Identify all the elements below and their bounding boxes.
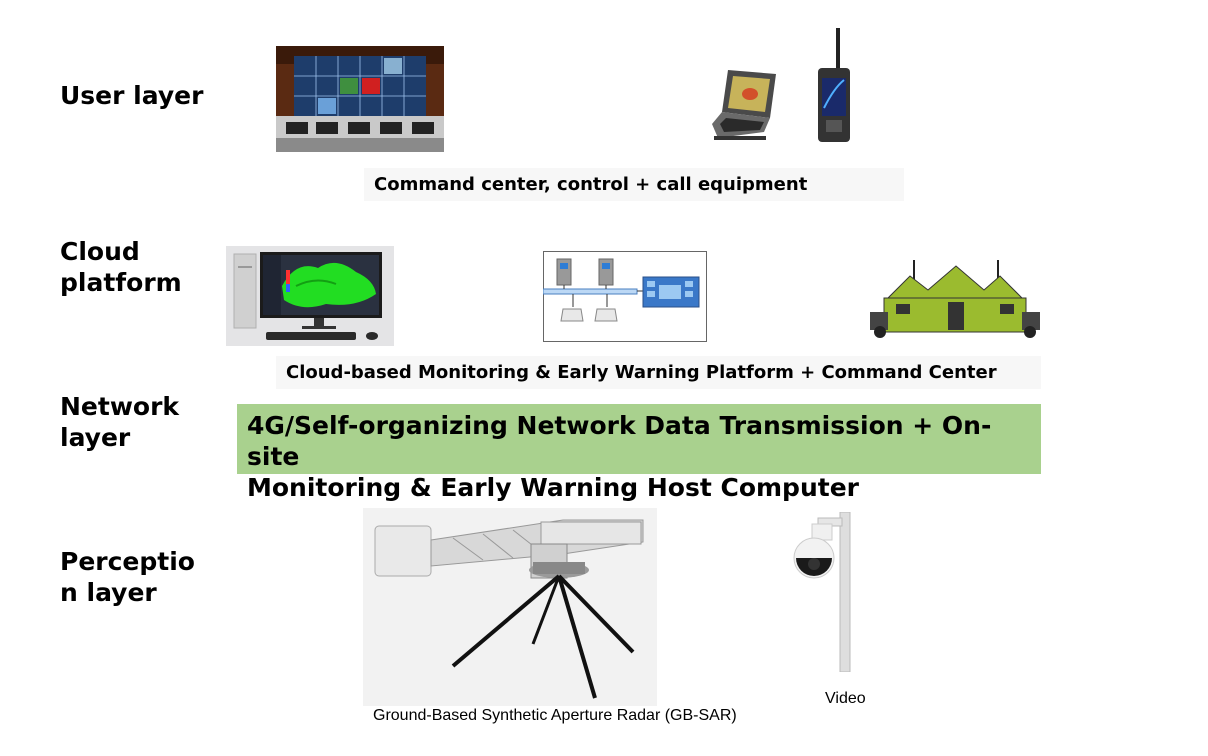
radar-caption: Ground-Based Synthetic Aperture Radar (G…	[373, 707, 737, 724]
user-layer-label: User layer	[60, 81, 204, 110]
network-topology-diagram	[543, 251, 707, 342]
perception-layer-label: Perceptio n layer	[60, 547, 195, 607]
cloud-platform-caption: Cloud-based Monitoring & Early Warning P…	[276, 356, 1041, 389]
ptz-camera-icon	[792, 512, 856, 672]
video-caption: Video	[825, 690, 866, 707]
desktop-monitor-icon	[226, 246, 394, 346]
network-layer-label: Network layer	[60, 392, 180, 452]
rugged-laptop-icon	[708, 66, 782, 144]
gb-sar-radar-icon	[363, 508, 657, 706]
user-layer-caption: Command center, control + call equipment	[364, 168, 904, 201]
cloud-platform-label: Cloud platform	[60, 237, 182, 297]
network-layer-band: 4G/Self-organizing Network Data Transmis…	[237, 404, 1041, 502]
command-vehicle-icon	[870, 258, 1040, 340]
command-center-photo	[276, 46, 444, 152]
handheld-radio-icon	[814, 28, 854, 144]
